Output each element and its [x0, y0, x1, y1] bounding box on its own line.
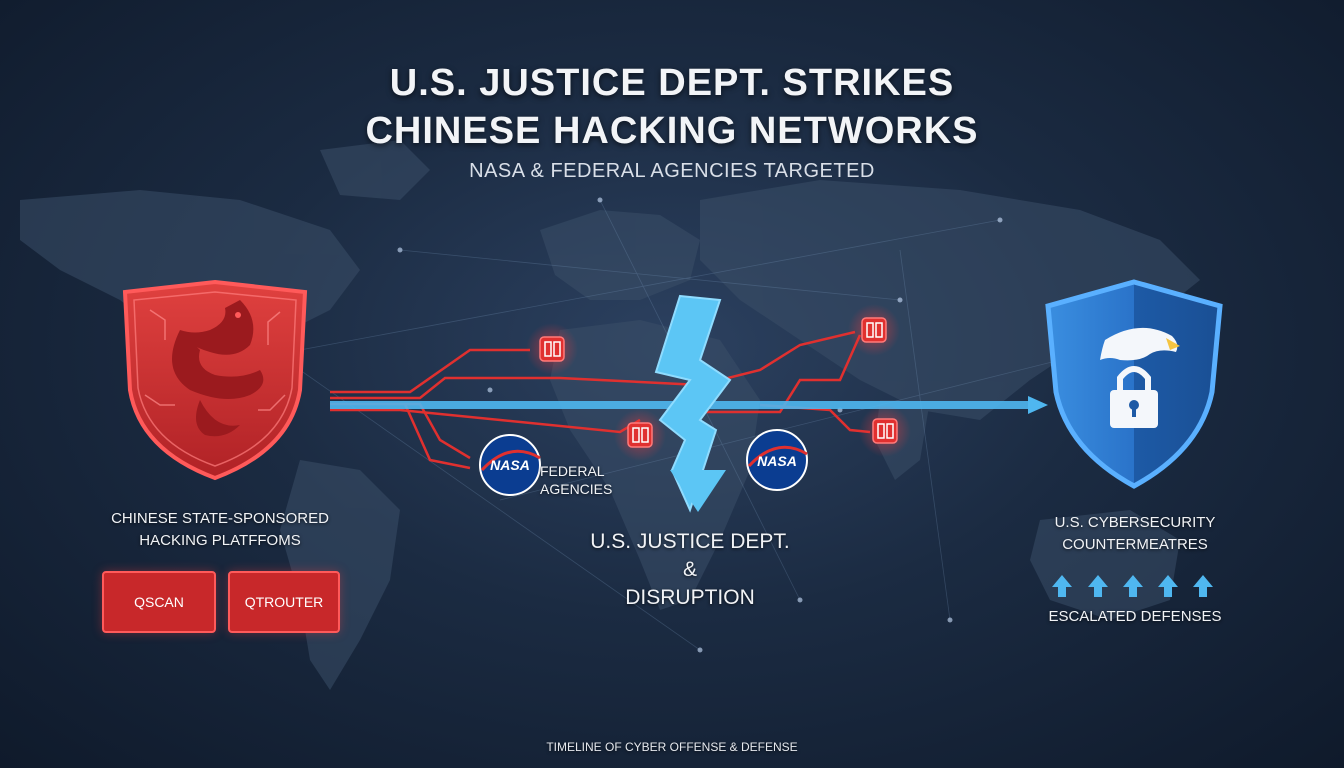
federal-agencies-line2: AGENCIES: [540, 481, 613, 497]
dragon-shield-icon: [122, 279, 308, 481]
qtrouter-button[interactable]: QTROUTER: [228, 571, 340, 633]
red-node-icon: [526, 323, 578, 375]
hacking-platforms-label: CHINESE STATE-SPONSORED HACKING PLATFFOM…: [90, 508, 350, 552]
justice-line1: U.S. JUSTICE DEPT.: [590, 530, 790, 553]
cybersecurity-label-line2: COUNTERMEATRES: [1062, 536, 1208, 553]
nasa-logo-text: NASA: [490, 457, 530, 473]
justice-line3: DISRUPTION: [625, 586, 755, 609]
qscan-button[interactable]: QSCAN: [102, 571, 216, 633]
australia-shape: [1030, 510, 1180, 620]
subtitle: NASA & FEDERAL AGENCIES TARGETED: [469, 160, 875, 182]
up-arrows: [1052, 575, 1213, 597]
red-node-icon: [848, 304, 900, 356]
beam-arrowhead: [1028, 396, 1048, 414]
headline-line-1: U.S. JUSTICE DEPT. STRIKES: [389, 62, 955, 104]
nasa-logo-left: NASA: [479, 434, 541, 496]
europe-shape: [540, 210, 700, 300]
asia-shape: [700, 180, 1200, 420]
lightning-bolt-icon: [654, 294, 732, 513]
up-arrow-icon: [1193, 575, 1213, 597]
up-arrow-icon: [1052, 575, 1072, 597]
nasa-logo-text: NASA: [757, 453, 797, 469]
cybersecurity-label: U.S. CYBERSECURITY COUNTERMEATRES: [1030, 512, 1240, 556]
timeline-footer: TIMELINE OF CYBER OFFENSE & DEFENSE: [546, 740, 798, 754]
headline-line-2: CHINESE HACKING NETWORKS: [365, 110, 979, 152]
greenland-shape: [320, 140, 430, 200]
red-node-icon: [614, 409, 666, 461]
up-arrow-icon: [1088, 575, 1108, 597]
federal-agencies-line1: FEDERAL: [540, 463, 605, 479]
eagle-lock-shield-icon: [1045, 279, 1223, 489]
federal-agencies-label: FEDERAL AGENCIES: [540, 462, 640, 498]
hacking-platforms-label-line1: CHINESE STATE-SPONSORED: [111, 510, 329, 527]
justice-disruption-label: U.S. JUSTICE DEPT. & DISRUPTION: [560, 528, 820, 612]
up-arrow-icon: [1123, 575, 1143, 597]
cybersecurity-label-line1: U.S. CYBERSECURITY: [1054, 514, 1216, 531]
justice-line2: &: [682, 558, 697, 581]
nasa-logo-right: NASA: [746, 429, 808, 491]
escalated-defenses-label: ESCALATED DEFENSES: [1048, 608, 1222, 625]
up-arrow-icon: [1158, 575, 1178, 597]
hacking-platforms-label-line2: HACKING PLATFFOMS: [139, 532, 301, 549]
red-node-icon: [859, 405, 911, 457]
